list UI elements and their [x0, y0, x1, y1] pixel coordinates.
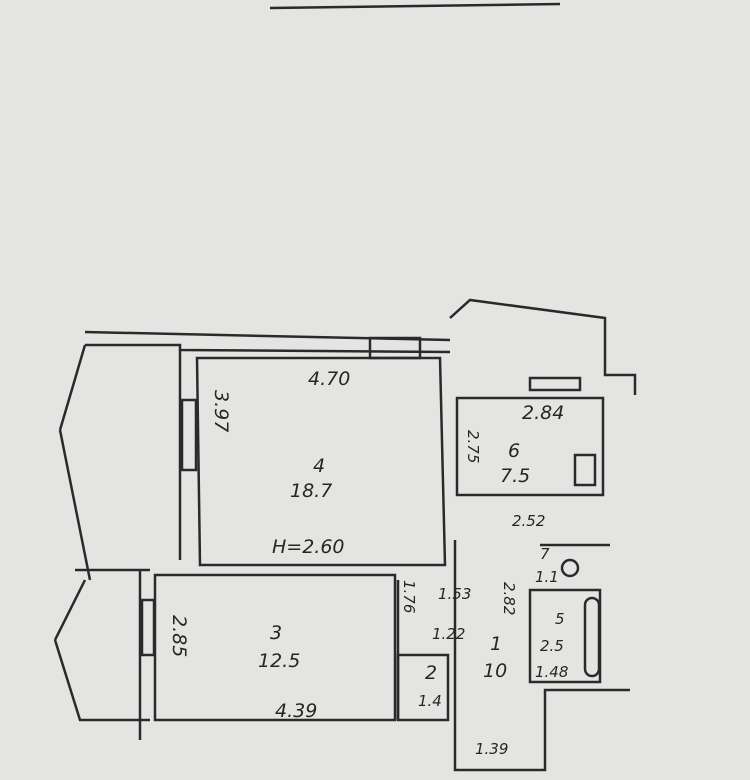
hall-dim-e: 1.39 [475, 740, 509, 758]
room-7-area: 1.1 [535, 568, 559, 586]
room-6-outline [455, 396, 605, 497]
room-4-width: 4.70 [308, 368, 351, 390]
room-4-area: 18.7 [290, 480, 333, 502]
hall-dim-b: 1.22 [432, 625, 466, 643]
room-5-outline [528, 588, 602, 684]
room-2-area: 1.4 [418, 692, 442, 710]
room-6-width: 2.84 [522, 402, 565, 424]
room-4-outline [195, 356, 447, 567]
room-3-depth: 2.85 [168, 615, 190, 658]
room-6-number: 6 [508, 440, 521, 462]
room-2-number: 2 [425, 662, 438, 684]
window [528, 376, 582, 392]
hall-dim-a: 1.53 [438, 585, 472, 603]
room-6-bottom: 2.52 [512, 512, 546, 530]
hall-dim-c: 2.82 [500, 582, 518, 616]
room-7-number: 7 [540, 545, 550, 563]
room-3-width: 4.39 [275, 700, 318, 722]
room-6-area: 7.5 [500, 465, 531, 487]
room-3-area: 12.5 [258, 650, 301, 672]
room-5-number: 5 [555, 610, 565, 628]
room-1-number: 1 [490, 633, 503, 655]
room-2-outline [396, 653, 450, 722]
room-4-number: 4 [313, 455, 326, 477]
room-5-area: 2.5 [540, 637, 564, 655]
window [180, 398, 198, 472]
window [140, 598, 156, 657]
room-3-outline [153, 573, 397, 722]
room-6-depth: 2.75 [464, 430, 482, 464]
room-5-width: 1.48 [535, 663, 569, 681]
bathtub [583, 596, 601, 678]
window [368, 336, 422, 360]
stove [573, 453, 597, 487]
room-3-number: 3 [270, 622, 283, 644]
room-4-depth: 3.97 [210, 390, 232, 433]
ceiling-height: H=2.60 [272, 536, 345, 558]
room-1-area: 10 [483, 660, 508, 682]
toilet [560, 558, 580, 578]
hall-dim-d: 1.76 [400, 580, 418, 614]
